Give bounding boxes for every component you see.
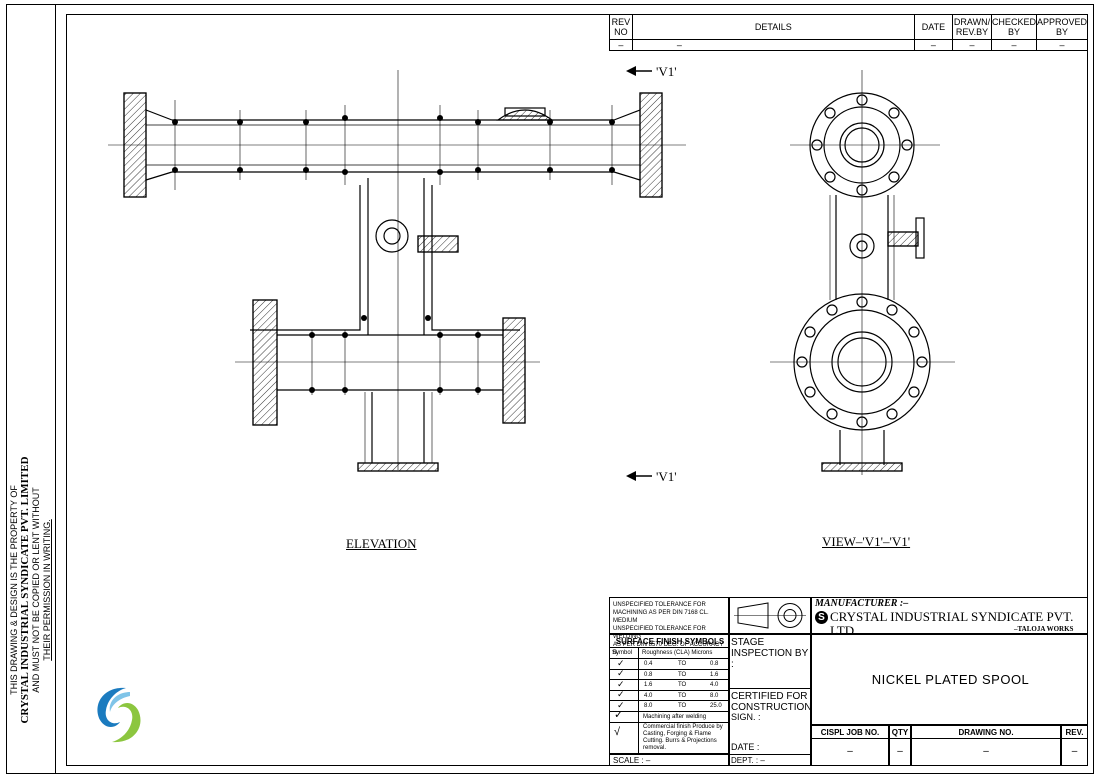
scale-box: SCALE : –	[609, 754, 729, 766]
rev-header: REV.	[1065, 728, 1084, 737]
tolerance-line: UNSPECIFIED TOLERANCE FOR WELDING	[613, 626, 706, 640]
sf-to: 8.0	[710, 692, 719, 699]
sf-header-roughness: Roughness (CLA) Microns	[642, 650, 713, 656]
tolerance-line: MACHINING AS PER DIN 7168 CL. MEDIUM	[613, 610, 709, 624]
surface-finish-symbol-icon: ✓	[617, 657, 625, 668]
revision-table: REV NO DETAILS DATE DRAWN/ REV.BY CHECKE…	[609, 14, 1089, 51]
drawing-outer-frame	[6, 4, 1094, 774]
company-logo	[97, 687, 141, 743]
sf-from: 0.8	[644, 671, 653, 678]
checkmark-icon: ✓	[614, 709, 624, 721]
bolt-holes	[796, 94, 928, 428]
surface-finish-symbol-icon: ✓	[617, 689, 625, 700]
sf-from: 8.0	[644, 703, 653, 710]
qty-box	[889, 725, 911, 766]
surface-finish-symbol-icon: ✓	[617, 678, 625, 689]
rev-cell: –	[1035, 39, 1089, 51]
section-arrows	[626, 66, 652, 481]
tolerance-line: UNSPECIFIED TOLERANCE FOR	[613, 602, 706, 608]
sf-row-divider	[609, 679, 729, 681]
rev-header-approved: APPROVED BY	[1035, 14, 1089, 40]
rev-cell: –	[952, 39, 992, 51]
qty-value: –	[897, 746, 903, 757]
side-view	[770, 70, 955, 475]
surface-finish-symbol-icon: ✓	[617, 668, 625, 679]
sign-label: SIGN. :	[731, 712, 761, 722]
rev-header-no: REV NO	[609, 14, 633, 40]
view-label: VIEW–'V1'–'V1'	[822, 534, 911, 549]
company-mark-icon: S	[815, 611, 828, 624]
sf-to-word: TO	[678, 661, 687, 667]
technical-drawing	[108, 66, 955, 481]
section-marker-top: 'V1'	[656, 64, 677, 79]
qty-header: QTY	[891, 728, 909, 737]
sf-to: 0.8	[710, 661, 719, 667]
drawing-title: NICKEL PLATED SPOOL	[871, 672, 1030, 687]
elevation-label: ELEVATION	[346, 536, 417, 551]
manufacturer-label: MANUFACTURER :–	[815, 598, 909, 609]
sf-header-symbol: Symbol	[612, 650, 633, 656]
sf-to-word: TO	[678, 703, 687, 710]
surface-finish-title: SURFACE FINISH SYMBOLS	[615, 637, 725, 646]
sf-to: 4.0	[710, 682, 719, 689]
sf-to: 25.0	[710, 703, 722, 710]
scale-label: SCALE : –	[613, 756, 651, 765]
drawing-no-header: DRAWING NO.	[958, 728, 1014, 737]
sf-row-divider	[609, 689, 729, 691]
date-label: DATE :	[731, 742, 760, 752]
drawing-no-box	[911, 725, 1061, 766]
sf-to: 1.6	[710, 671, 719, 678]
works-label: –TALOJA WORKS	[1014, 625, 1074, 633]
job-no-box	[811, 725, 889, 766]
commercial-finish-icon: √	[614, 726, 621, 738]
drawing-inner-frame	[66, 14, 1088, 766]
job-no-header: CISPL JOB NO.	[820, 728, 880, 737]
rev-header-date: DATE	[913, 14, 954, 40]
sf-from: 1.6	[644, 682, 653, 689]
stage-inspection: STAGE INSPECTION BY :	[731, 637, 809, 670]
rev-value: –	[1071, 746, 1078, 757]
side-strip-divider	[55, 4, 56, 774]
sf-to-word: TO	[678, 692, 687, 699]
projection-symbol-box	[729, 597, 811, 634]
manufacturer-box	[811, 597, 1088, 634]
inspection-box	[729, 634, 811, 766]
machining-note: Machining after welding	[643, 714, 707, 720]
sf-row-divider	[609, 668, 729, 670]
surface-finish-table: SURFACE FINISH SYMBOLS	[609, 634, 729, 754]
certified-for-construction: CERTIFIED FOR CONSTRUCTION	[731, 691, 812, 713]
section-marker-bottom: 'V1'	[656, 469, 677, 484]
sf-row-divider	[609, 700, 729, 702]
sf-to-word: TO	[678, 682, 687, 689]
tolerance-box: UNSPECIFIED TOLERANCE FOR MACHINING AS P…	[609, 597, 729, 656]
drawing-no-value: –	[983, 746, 989, 757]
rev-box	[1061, 725, 1088, 766]
job-no-value: –	[847, 746, 853, 757]
third-angle-projection-icon	[734, 602, 806, 629]
sf-to-word: TO	[678, 671, 687, 678]
sf-from: 4.0	[644, 692, 653, 699]
elevation-view	[108, 70, 686, 472]
dept-label: DEPT. : –	[731, 756, 765, 765]
rev-header-details: DETAILS	[631, 14, 915, 40]
drawing-title-box: NICKEL PLATED SPOOL	[811, 634, 1088, 725]
surface-finish-symbol-icon: ✓	[617, 699, 625, 710]
weld-markers	[172, 115, 615, 393]
sf-from: 0.4	[644, 661, 653, 667]
commercial-note: Commercial finish Produce by Casting, Fo…	[643, 724, 723, 751]
tolerance-line: AS PER DIN 8570 DEG. OF ACCURACY B.	[613, 642, 724, 656]
rev-cell: –	[913, 39, 954, 51]
